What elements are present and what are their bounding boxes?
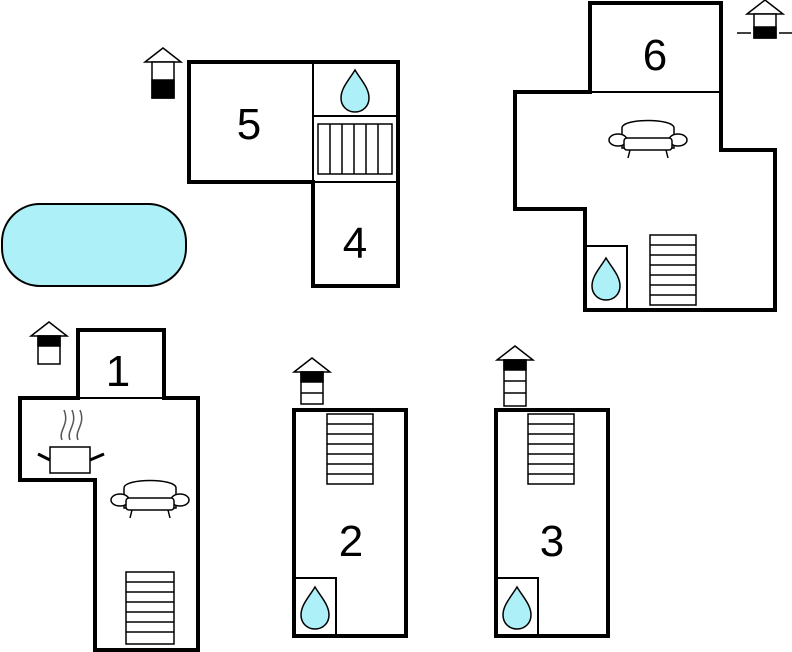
level-marker-icon (291, 357, 333, 405)
level-marker-icon (142, 47, 184, 99)
room-label-6: 6 (643, 31, 667, 80)
stairs-icon (125, 571, 175, 645)
room-label-4: 4 (343, 219, 367, 268)
stairs-icon (317, 123, 393, 175)
cooking-pot-icon (37, 409, 105, 474)
room-label-5: 5 (237, 100, 261, 149)
room-5-4-cluster: 5 4 (187, 60, 400, 288)
room-label-2: 2 (339, 517, 363, 566)
room-6-cluster: 6 (513, 1, 777, 312)
room-label-1: 1 (106, 347, 130, 396)
level-marker-icon (28, 321, 70, 365)
pool-icon (1, 203, 187, 287)
stairs-icon (649, 234, 697, 306)
room-2: 2 (292, 408, 408, 638)
level-marker-icon (494, 345, 536, 407)
level-marker-icon (737, 0, 792, 39)
room-1-cluster: 1 (18, 328, 200, 652)
stairs-icon (527, 413, 575, 485)
room-3: 3 (494, 408, 610, 638)
stairs-icon (326, 413, 374, 485)
room-label-3: 3 (540, 517, 564, 566)
